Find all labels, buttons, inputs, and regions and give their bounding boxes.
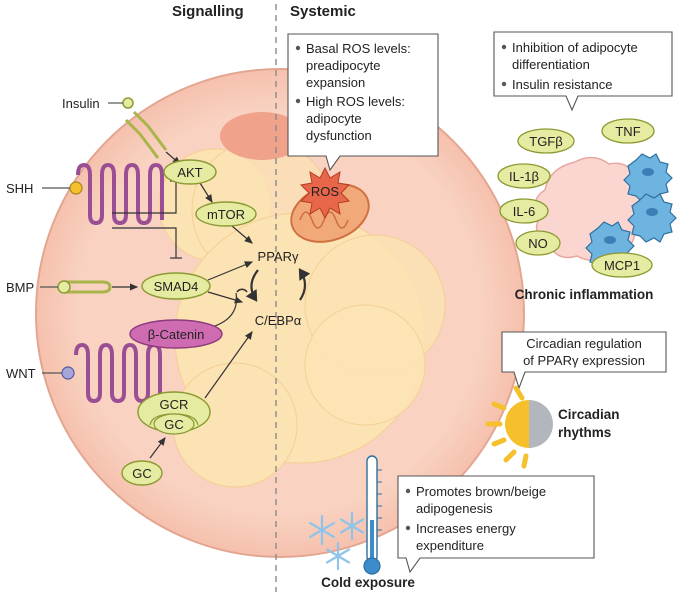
bmp-ligand [57,280,71,294]
svg-text:GC: GC [164,417,184,432]
cytokine-il6: IL-6 [499,198,549,224]
cold-callout-line1: Promotes brown/beige [416,484,546,499]
bmp-receptor [62,280,112,294]
wnt-ligand [61,366,75,380]
inflammation-callout [493,31,673,112]
ros-callout-line4: High ROS levels: [306,94,405,109]
svg-text:IL-6: IL-6 [513,204,535,219]
lipid-droplets [158,139,446,488]
insulin-label: Insulin [62,96,100,111]
insulin-ligand [122,97,134,109]
ros-callout-line3: expansion [306,75,365,90]
svg-text:β-Catenin: β-Catenin [148,327,205,342]
inflammation-line1: Inhibition of adipocyte [512,40,638,55]
bmp-label: BMP [6,280,34,295]
shh-ligand [69,181,83,195]
circadian-label-line2: rhythms [558,425,611,440]
cold-callout-line2: adipogenesis [416,501,493,516]
wnt-label: WNT [6,366,36,381]
insulin-receptor [124,110,168,159]
ppar-label: PPARγ [258,249,299,264]
svg-text:IL-1β: IL-1β [509,169,539,184]
svg-text:GC: GC [132,466,152,481]
systemic-header: Systemic [290,3,356,20]
mtor-node: mTOR [195,201,257,227]
ros-callout-line6: dysfunction [306,128,372,143]
chronic-inflammation-label: Chronic inflammation [515,287,654,302]
cytokine-tnf: TNF [601,118,655,144]
ros-callout-line5: adipocyte [306,111,362,126]
thermometer-icon [363,455,382,575]
cytokine-il1b: IL-1β [497,163,551,189]
cytokine-no: NO [515,230,561,256]
nucleus [220,112,304,160]
circadian-callout-line1: Circadian regulation [526,336,642,351]
svg-text:GCR: GCR [160,397,189,412]
ros-callout-line2: preadipocyte [306,58,380,73]
sun-icon [485,385,553,469]
ros-label: ROS [311,184,340,199]
cytokine-tgfb: TGFβ [517,128,575,154]
cold-callout-line4: expenditure [416,538,484,553]
signalling-header: Signalling [172,3,244,20]
cold-callout-line3: Increases energy [416,521,516,536]
cold-callout [397,475,595,574]
cebp-label: C/EBPα [255,313,302,328]
svg-text:AKT: AKT [177,165,202,180]
ros-starburst [299,166,351,220]
svg-text:MCP1: MCP1 [604,258,640,273]
shh-label: SHH [6,181,33,196]
cold-exposure-label: Cold exposure [321,575,415,590]
cytokine-mcp1: MCP1 [591,252,653,278]
inflammation-line2: differentiation [512,57,590,72]
bcatenin-node: β-Catenin [129,319,223,349]
svg-text:SMAD4: SMAD4 [154,279,199,294]
circadian-label-line1: Circadian [558,407,620,422]
gcr-node: GCR GC [137,391,211,435]
ppar-cebp-loop [245,268,311,302]
circadian-callout-line2: of PPARγ expression [523,353,645,368]
wnt-receptor [74,342,162,404]
svg-text:TNF: TNF [615,124,640,139]
circadian-callout [501,331,667,390]
ros-callout [287,33,439,172]
svg-text:TGFβ: TGFβ [529,134,562,149]
macrophage-nuclei [604,168,658,244]
shh-receptor [76,162,164,226]
akt-node: AKT [163,159,217,185]
svg-text:NO: NO [528,236,548,251]
smad4-node: SMAD4 [141,272,211,300]
snowflake-icons [308,511,365,571]
gc-outer-node: GC [121,460,163,486]
inflammation-line3: Insulin resistance [512,77,612,92]
ros-callout-line1: Basal ROS levels: [306,41,411,56]
svg-text:mTOR: mTOR [207,207,245,222]
